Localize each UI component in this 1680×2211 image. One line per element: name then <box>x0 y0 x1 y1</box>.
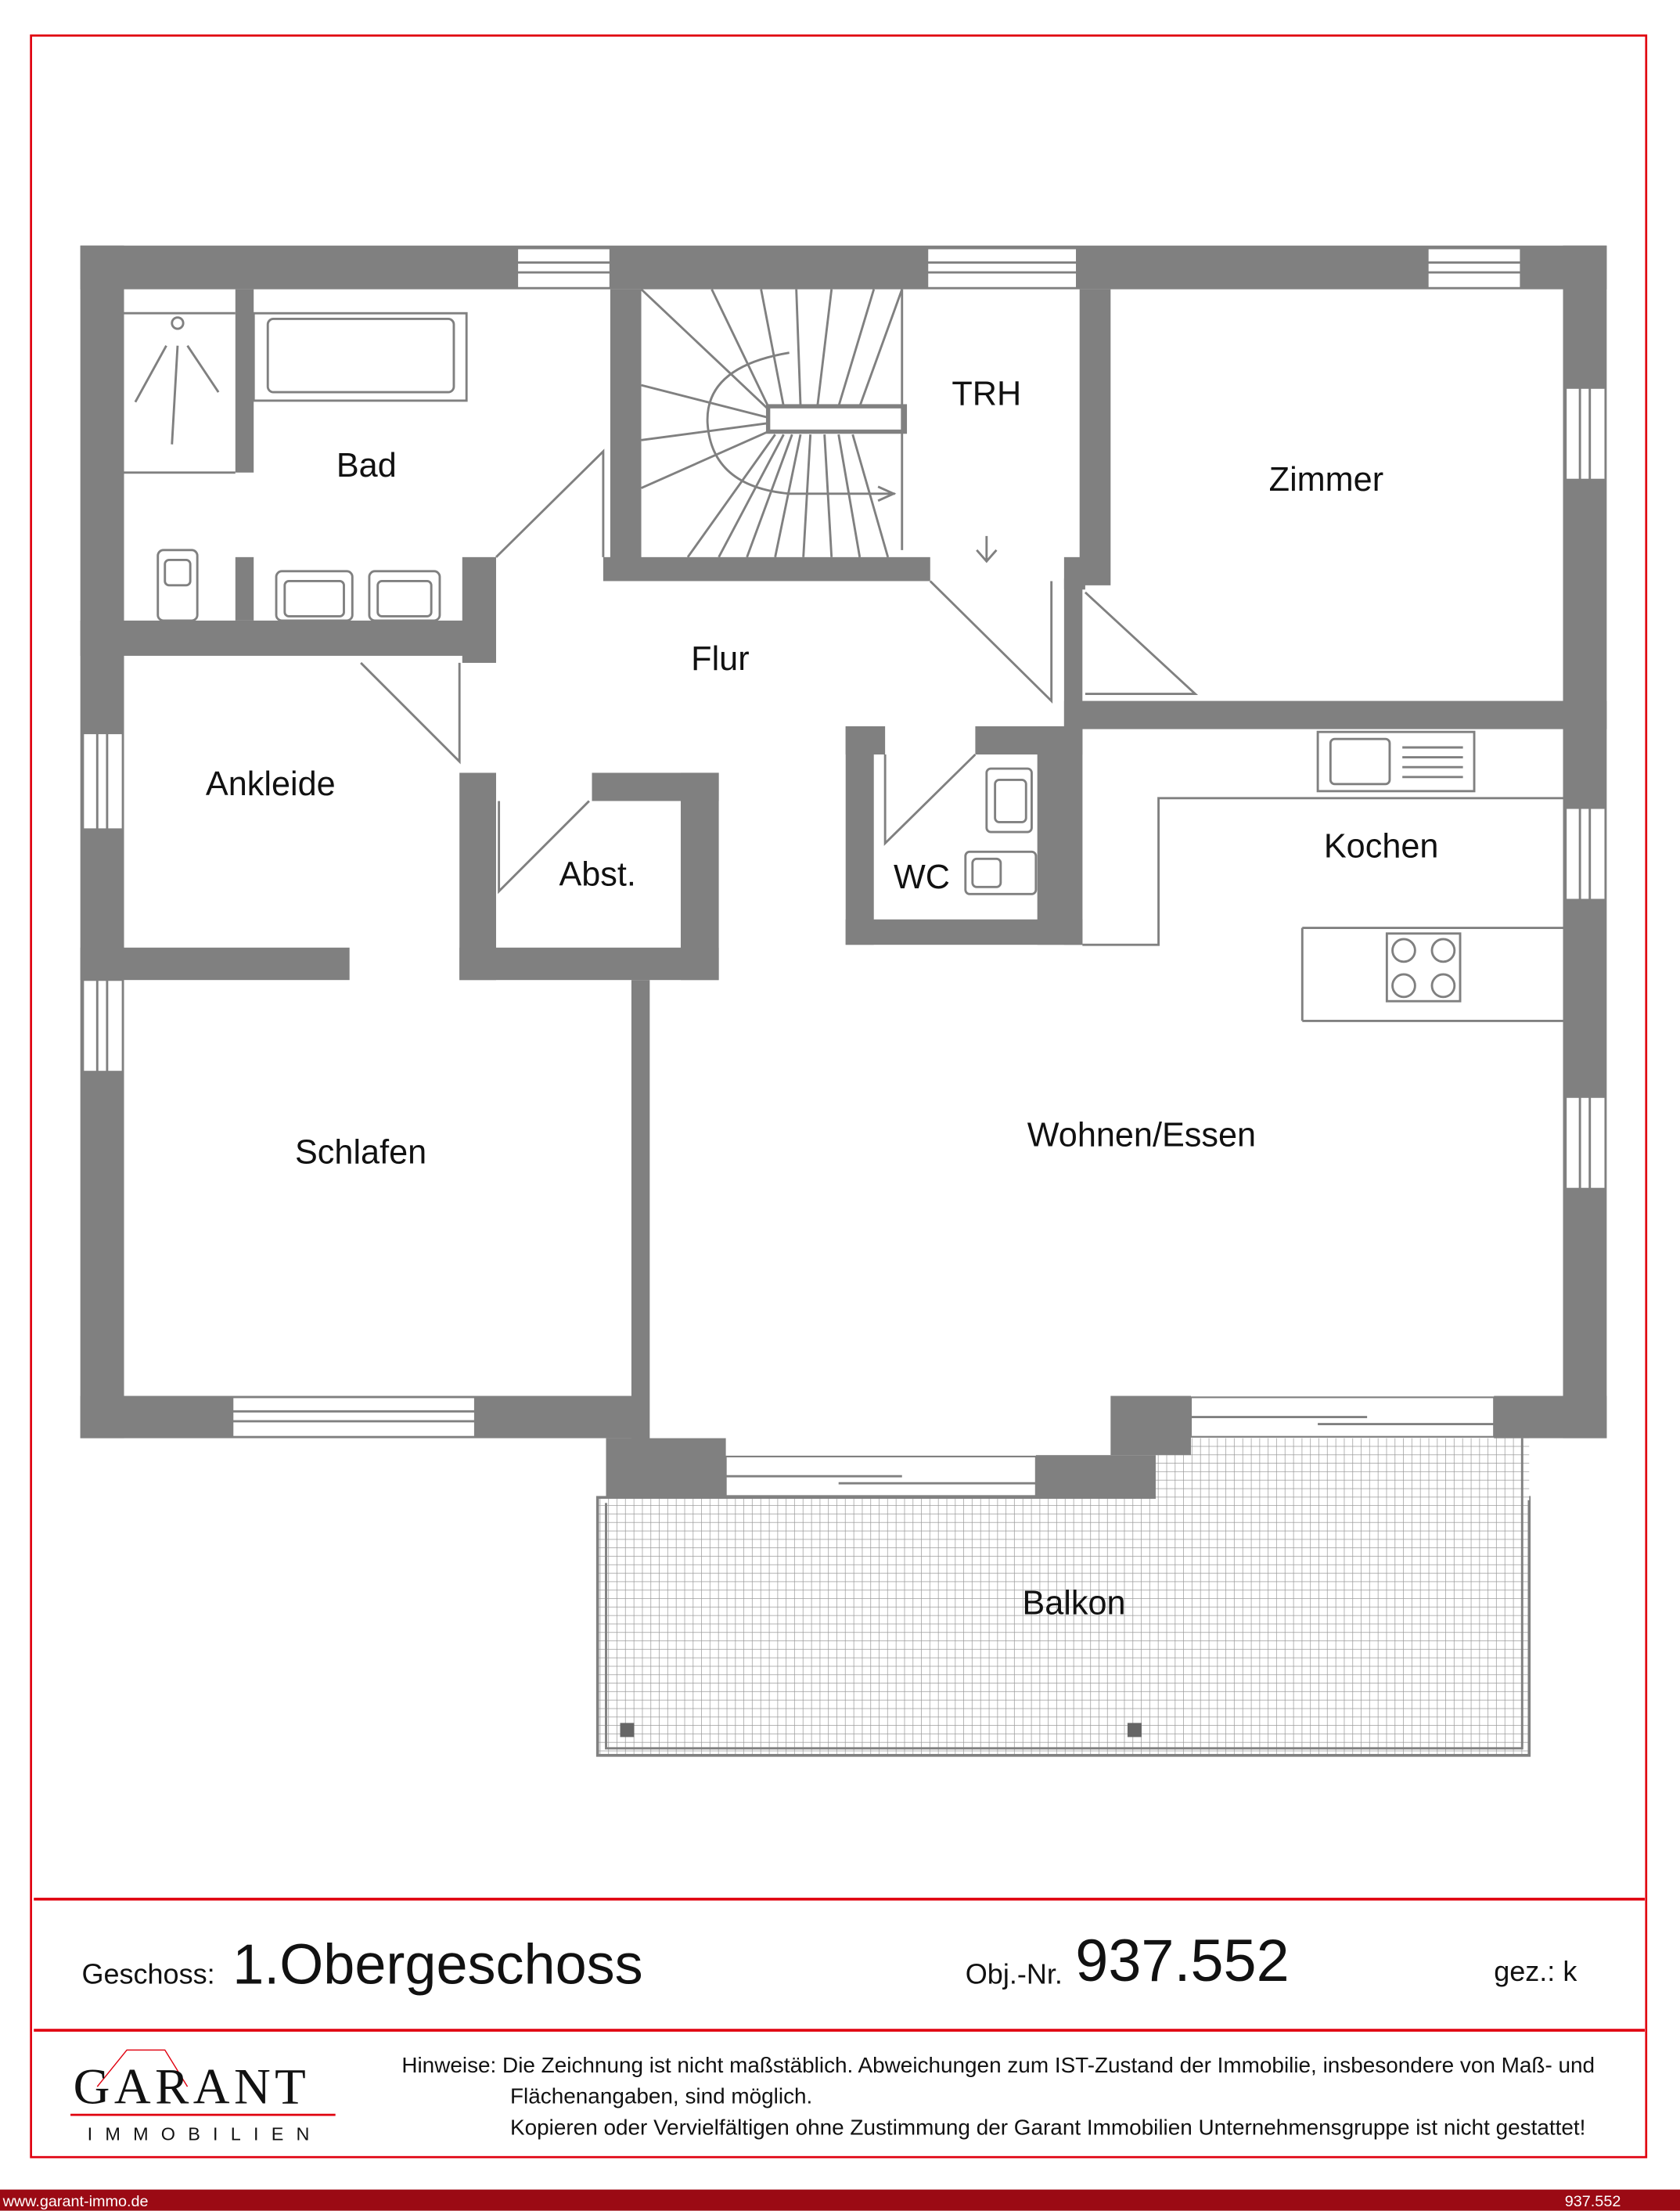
floor-value: 1.Obergeschoss <box>232 1934 643 1997</box>
fixtures <box>124 288 1563 1022</box>
room-label-ankleide: Ankleide <box>206 765 336 803</box>
footer-url[interactable]: www.garant-immo.de <box>2 2193 149 2210</box>
room-label-abst: Abst. <box>559 856 636 894</box>
floor-label: Geschoss: <box>81 1958 214 1990</box>
garant-logo: GARANT IMMOBILIEN <box>70 2049 336 2144</box>
room-label-wohnen-essen: Wohnen/Essen <box>1027 1117 1256 1154</box>
room-label-trh: TRH <box>952 375 1021 412</box>
balcony <box>595 1438 1531 1757</box>
room-label-kochen: Kochen <box>1324 827 1439 865</box>
object-number-value: 937.552 <box>1075 1928 1289 1994</box>
room-label-balkon: Balkon <box>1022 1585 1125 1622</box>
room-label-flur: Flur <box>691 640 749 678</box>
room-label-wc: WC <box>894 859 950 896</box>
room-label-zimmer: Zimmer <box>1269 461 1383 499</box>
drawn-by: gez.: k <box>1494 1955 1577 1987</box>
notes-line-2: Flächenangaben, sind möglich. <box>510 2084 812 2108</box>
notes-line-1: Hinweise: Die Zeichnung ist nicht maßstä… <box>401 2053 1595 2077</box>
page-frame <box>30 34 1648 2159</box>
walls <box>80 245 1607 1498</box>
room-label-schlafen: Schlafen <box>295 1133 426 1171</box>
footer-bar <box>0 2189 1680 2211</box>
notes-line-3: Kopieren oder Vervielfältigen ohne Zusti… <box>510 2115 1585 2139</box>
room-label-bad: Bad <box>336 447 397 484</box>
object-number-label: Obj.-Nr. <box>966 1958 1063 1990</box>
windows <box>82 247 1606 1497</box>
staircase <box>640 288 908 558</box>
svg-text:IMMOBILIEN: IMMOBILIEN <box>88 2124 322 2144</box>
footer-ref: 937.552 <box>1565 2193 1621 2210</box>
svg-text:GARANT: GARANT <box>74 2059 311 2116</box>
